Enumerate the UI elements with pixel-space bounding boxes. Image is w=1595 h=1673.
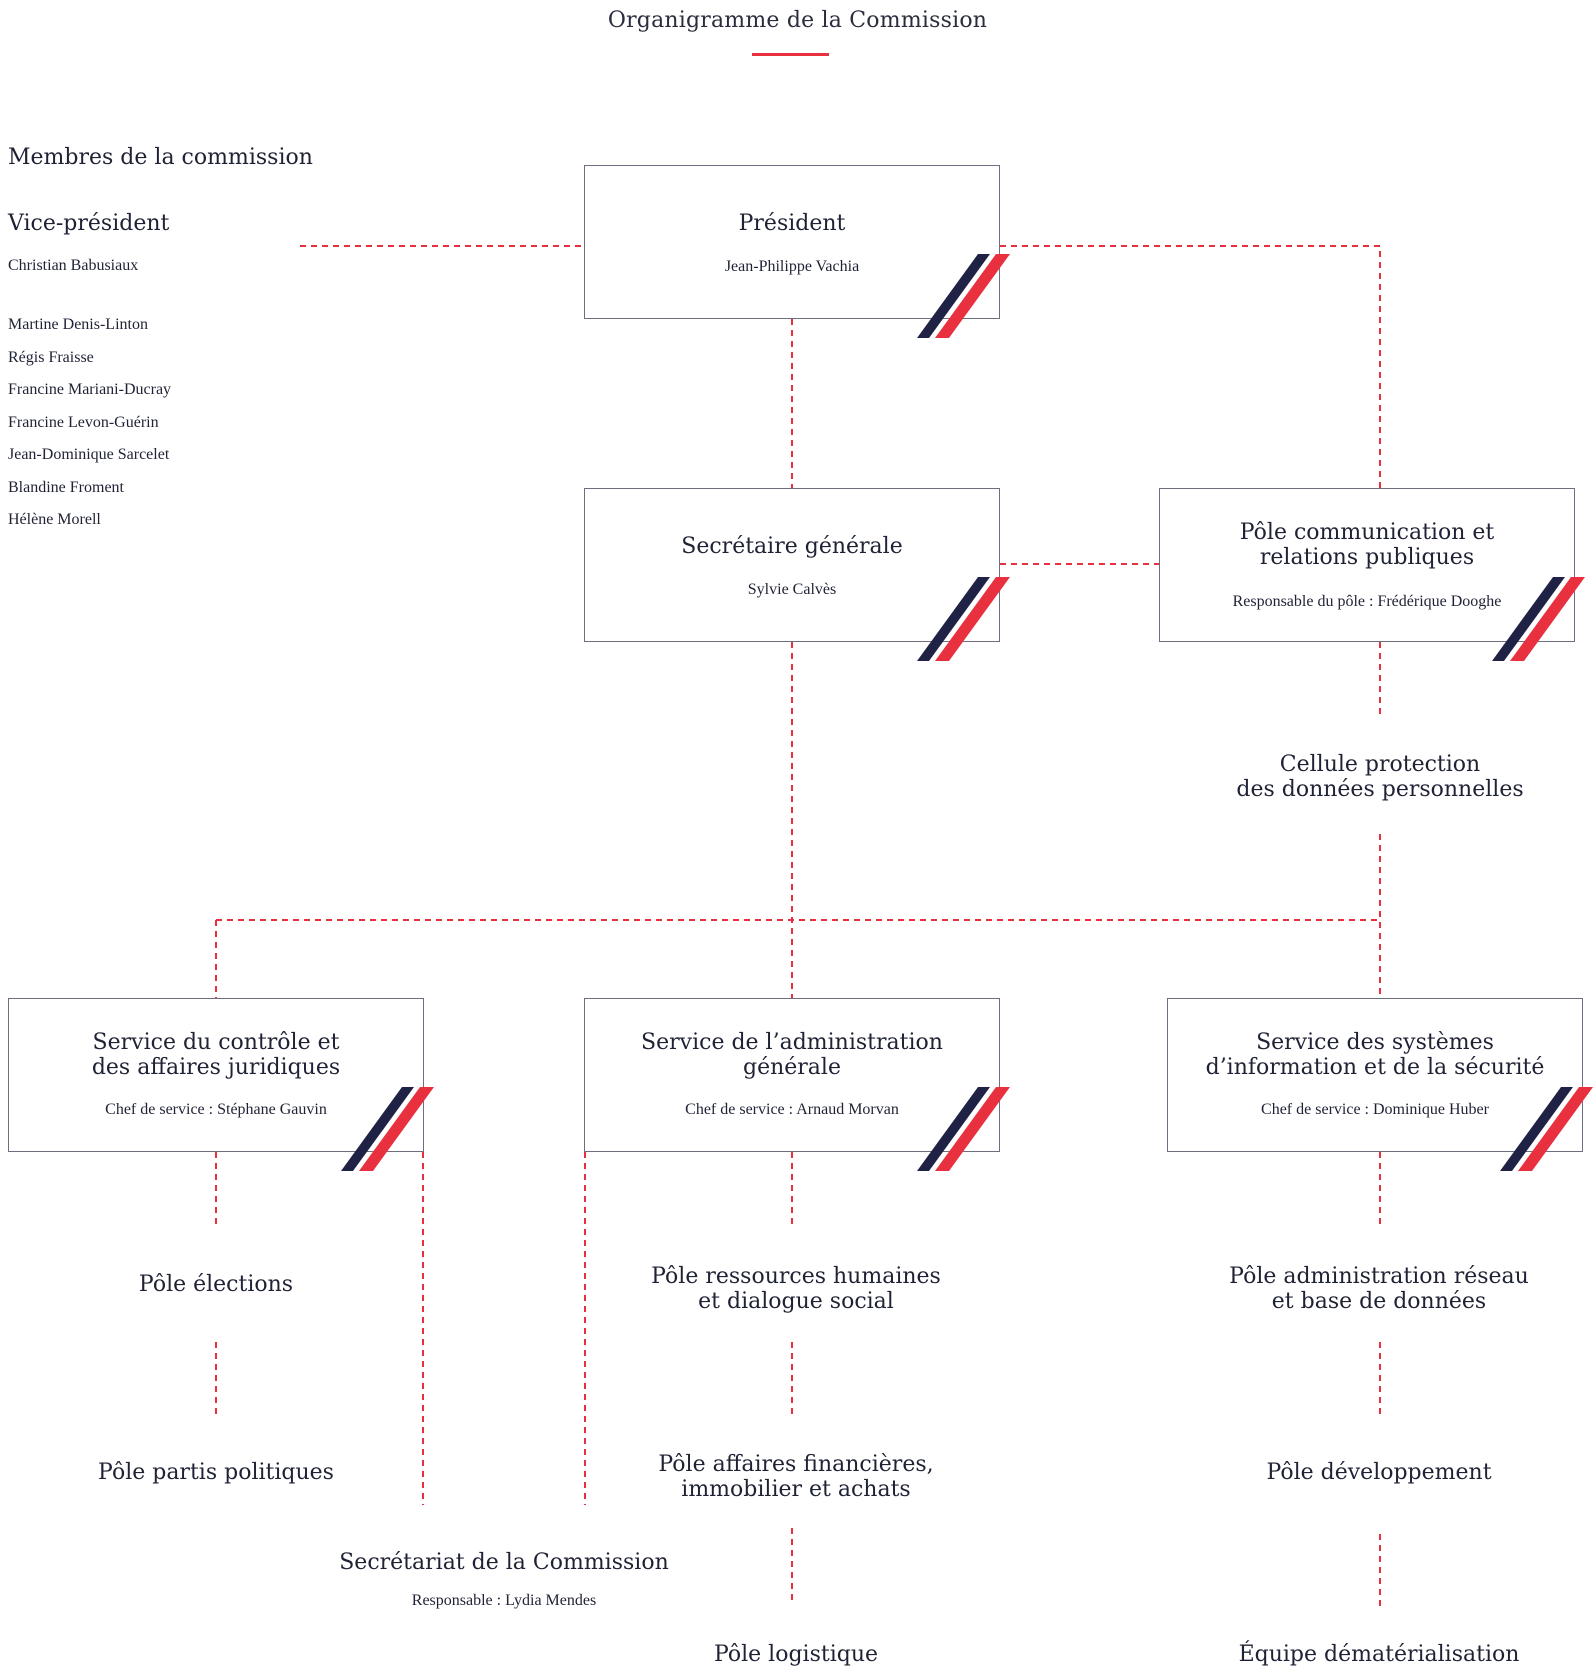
members-heading: Membres de la commission: [8, 145, 313, 170]
president-box: Président Jean-Philippe Vachia: [584, 165, 1010, 338]
pole-elections-label: Pôle élections: [138, 1272, 294, 1297]
box-title: Président: [738, 211, 846, 236]
pole-rh-line1: Pôle ressources humaines: [651, 1264, 941, 1289]
pole-developpement-label: Pôle développement: [1266, 1460, 1492, 1485]
service-administration-box: Service de l’administration générale Che…: [584, 998, 1010, 1171]
box-title-line2: générale: [743, 1055, 841, 1080]
member-name: Hélène Morell: [8, 511, 101, 528]
pole-reseau-line2: et base de données: [1271, 1289, 1487, 1314]
box-subtitle: Chef de service : Stéphane Gauvin: [105, 1101, 327, 1118]
pole-finances-line1: Pôle affaires financières,: [658, 1452, 934, 1477]
pole-reseau-line1: Pôle administration réseau: [1229, 1264, 1529, 1289]
tricolor-stripe-icon: [1500, 1087, 1593, 1171]
secretariat-title: Secrétariat de la Commission: [339, 1550, 669, 1575]
vice-president-title: Vice-président: [8, 211, 170, 236]
box-title-line1: Pôle communication et: [1239, 520, 1495, 545]
member-name: Martine Denis-Linton: [8, 316, 148, 333]
box-title-line1: Service de l’administration: [641, 1030, 943, 1055]
box-title-line2: d’information et de la sécurité: [1205, 1055, 1545, 1080]
box-subtitle: Chef de service : Arnaud Morvan: [685, 1101, 899, 1118]
tricolor-stripe-icon: [917, 577, 1010, 661]
pole-rh-line2: et dialogue social: [698, 1289, 894, 1314]
vice-president-name: Christian Babusiaux: [8, 257, 139, 274]
cellule-line1: Cellule protection: [1279, 752, 1481, 777]
member-name: Francine Mariani-Ducray: [8, 381, 172, 398]
equipe-dematerialisation-label: Équipe dématérialisation: [1238, 1642, 1520, 1667]
tricolor-stripe-icon: [917, 1087, 1010, 1171]
tricolor-stripe-icon: [341, 1087, 434, 1171]
cellule-line2: des données personnelles: [1236, 777, 1524, 802]
service-systemes-box: Service des systèmes d’information et de…: [1167, 998, 1593, 1171]
connector-president-communication: [1000, 245, 1381, 488]
tricolor-stripe-icon: [1492, 577, 1585, 661]
box-subtitle: Responsable du pôle : Frédérique Dooghe: [1232, 593, 1502, 610]
box-subtitle: Sylvie Calvès: [747, 581, 837, 598]
secretaire-generale-box: Secrétaire générale Sylvie Calvès: [584, 488, 1010, 661]
member-name: Blandine Froment: [8, 479, 124, 496]
box-subtitle: Jean-Philippe Vachia: [724, 258, 860, 275]
box-title-line2: relations publiques: [1259, 545, 1475, 570]
member-name: Jean-Dominique Sarcelet: [8, 446, 170, 463]
secretariat-subtitle: Responsable : Lydia Mendes: [411, 1592, 597, 1609]
title-underline: [752, 53, 829, 56]
box-title: Secrétaire générale: [681, 534, 903, 559]
box-subtitle: Chef de service : Dominique Huber: [1261, 1101, 1489, 1118]
page-title: Organigramme de la Commission: [607, 8, 988, 33]
service-controle-box: Service du contrôle et des affaires juri…: [8, 998, 434, 1171]
pole-logistique-label: Pôle logistique: [713, 1642, 879, 1667]
box-title-line1: Service du contrôle et: [92, 1030, 340, 1055]
tricolor-stripe-icon: [917, 254, 1010, 338]
box-title-line2: des affaires juridiques: [91, 1055, 341, 1080]
pole-finances-line2: immobilier et achats: [681, 1477, 911, 1502]
box-title-line1: Service des systèmes: [1256, 1030, 1494, 1055]
pole-communication-box: Pôle communication et relations publique…: [1159, 488, 1585, 661]
member-name: Francine Levon-Guérin: [8, 414, 159, 431]
member-name: Régis Fraisse: [8, 349, 94, 366]
pole-partis-label: Pôle partis politiques: [98, 1460, 334, 1485]
